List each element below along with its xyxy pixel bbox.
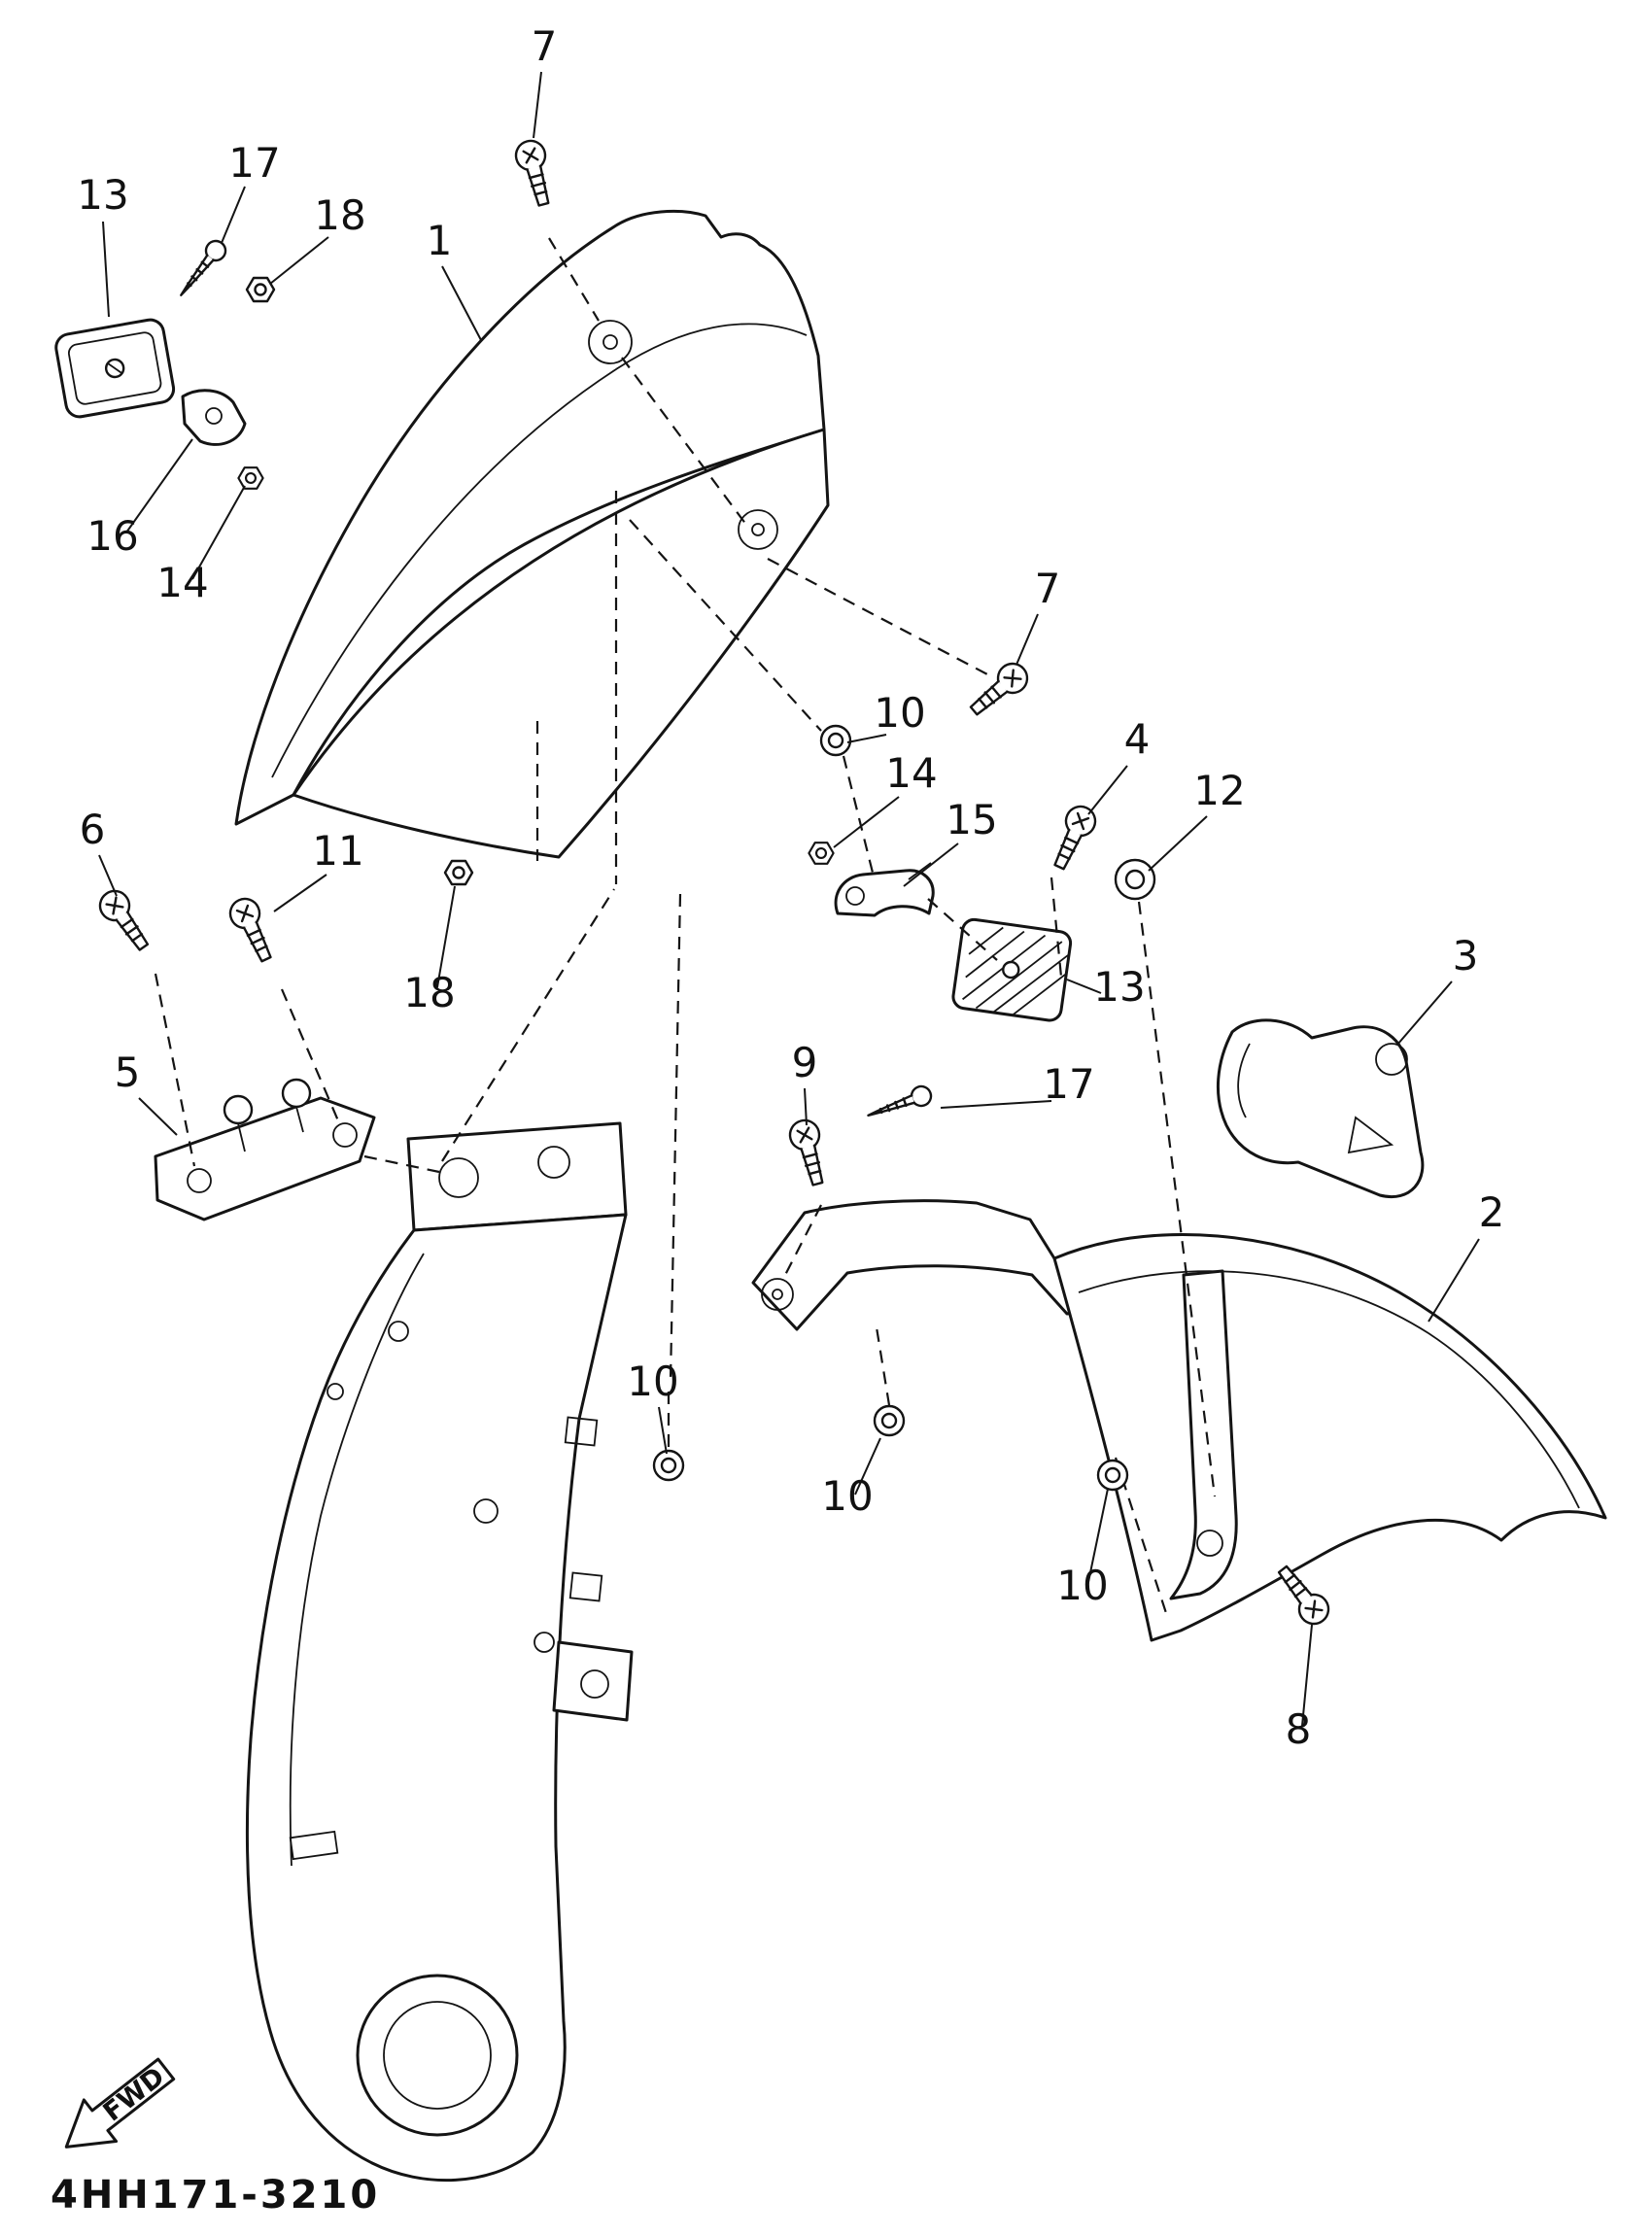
bolt-7-right (963, 656, 1035, 724)
diagram-code: 4HH171-3210 (51, 2173, 380, 2218)
callout-15: 15 (946, 796, 997, 843)
bolt-7-top (511, 136, 560, 210)
nut-14-left (237, 466, 264, 490)
callout-numbers: 7 13 17 18 1 16 14 7 10 4 14 12 15 6 11 … (77, 22, 1504, 1753)
callout-18-upper: 18 (314, 191, 365, 239)
callout-10-lower-middle: 10 (821, 1472, 873, 1520)
bolt-4 (1045, 800, 1102, 875)
callout-2: 2 (1479, 1188, 1505, 1236)
fwd-label: FWD (98, 2062, 171, 2128)
bracket-part-3 (1217, 1018, 1425, 1198)
callout-5: 5 (115, 1049, 141, 1096)
callout-10-lower-left: 10 (627, 1358, 678, 1405)
bolt-9 (785, 1116, 834, 1189)
callout-17-upper: 17 (228, 139, 280, 187)
damper-nut-10b (652, 1449, 685, 1482)
callout-7-right: 7 (1035, 565, 1061, 612)
callout-4: 4 (1124, 715, 1151, 763)
callout-7-top: 7 (532, 22, 558, 70)
damper-nut-10d (1096, 1459, 1129, 1492)
callout-10-lower-right: 10 (1056, 1562, 1108, 1609)
nut-18-upper (245, 276, 276, 303)
fwd-direction-arrow: FWD (64, 2057, 176, 2149)
callout-6: 6 (80, 806, 106, 853)
reflector-part-13-middle (951, 917, 1073, 1022)
damper-nut-10c (873, 1404, 906, 1437)
callout-10-upper: 10 (874, 689, 925, 737)
bracket-part-16 (181, 389, 247, 446)
callout-9: 9 (792, 1039, 818, 1086)
stay-bracket-part-5 (154, 1078, 376, 1221)
screw-17-upper (172, 235, 231, 303)
nut-14-middle (808, 842, 835, 865)
callout-17-middle: 17 (1043, 1060, 1094, 1108)
callout-16: 16 (86, 512, 138, 560)
bolt-8 (1269, 1559, 1336, 1632)
hardware (92, 136, 1336, 1632)
callout-14-middle: 14 (885, 749, 937, 797)
callout-13-middle: 13 (1093, 963, 1145, 1011)
callout-1: 1 (427, 217, 453, 264)
front-fender-part-1 (234, 209, 830, 859)
clamp-part-15 (834, 862, 935, 917)
nut-18-middle (443, 859, 474, 886)
damper-nut-10a (819, 724, 852, 757)
callout-8: 8 (1286, 1705, 1312, 1753)
callout-18-middle: 18 (403, 969, 455, 1016)
callout-11: 11 (312, 827, 363, 875)
callout-12: 12 (1193, 767, 1245, 814)
rear-fender-part-2 (1052, 1232, 1607, 1642)
callout-3: 3 (1453, 932, 1479, 980)
bolt-6 (92, 883, 157, 957)
cap-nut-12 (1114, 858, 1156, 901)
callout-14-left: 14 (156, 559, 208, 606)
frame-duct-part (245, 1121, 634, 2183)
bolt-11 (224, 892, 281, 967)
callout-13-upper: 13 (77, 171, 128, 219)
front-fender-skirt (292, 428, 830, 859)
reflector-part-13-upper (54, 318, 176, 419)
leader-lines (98, 71, 1480, 1727)
assembly-dashed-lines (154, 237, 1217, 1614)
screw-17-middle (863, 1082, 936, 1126)
